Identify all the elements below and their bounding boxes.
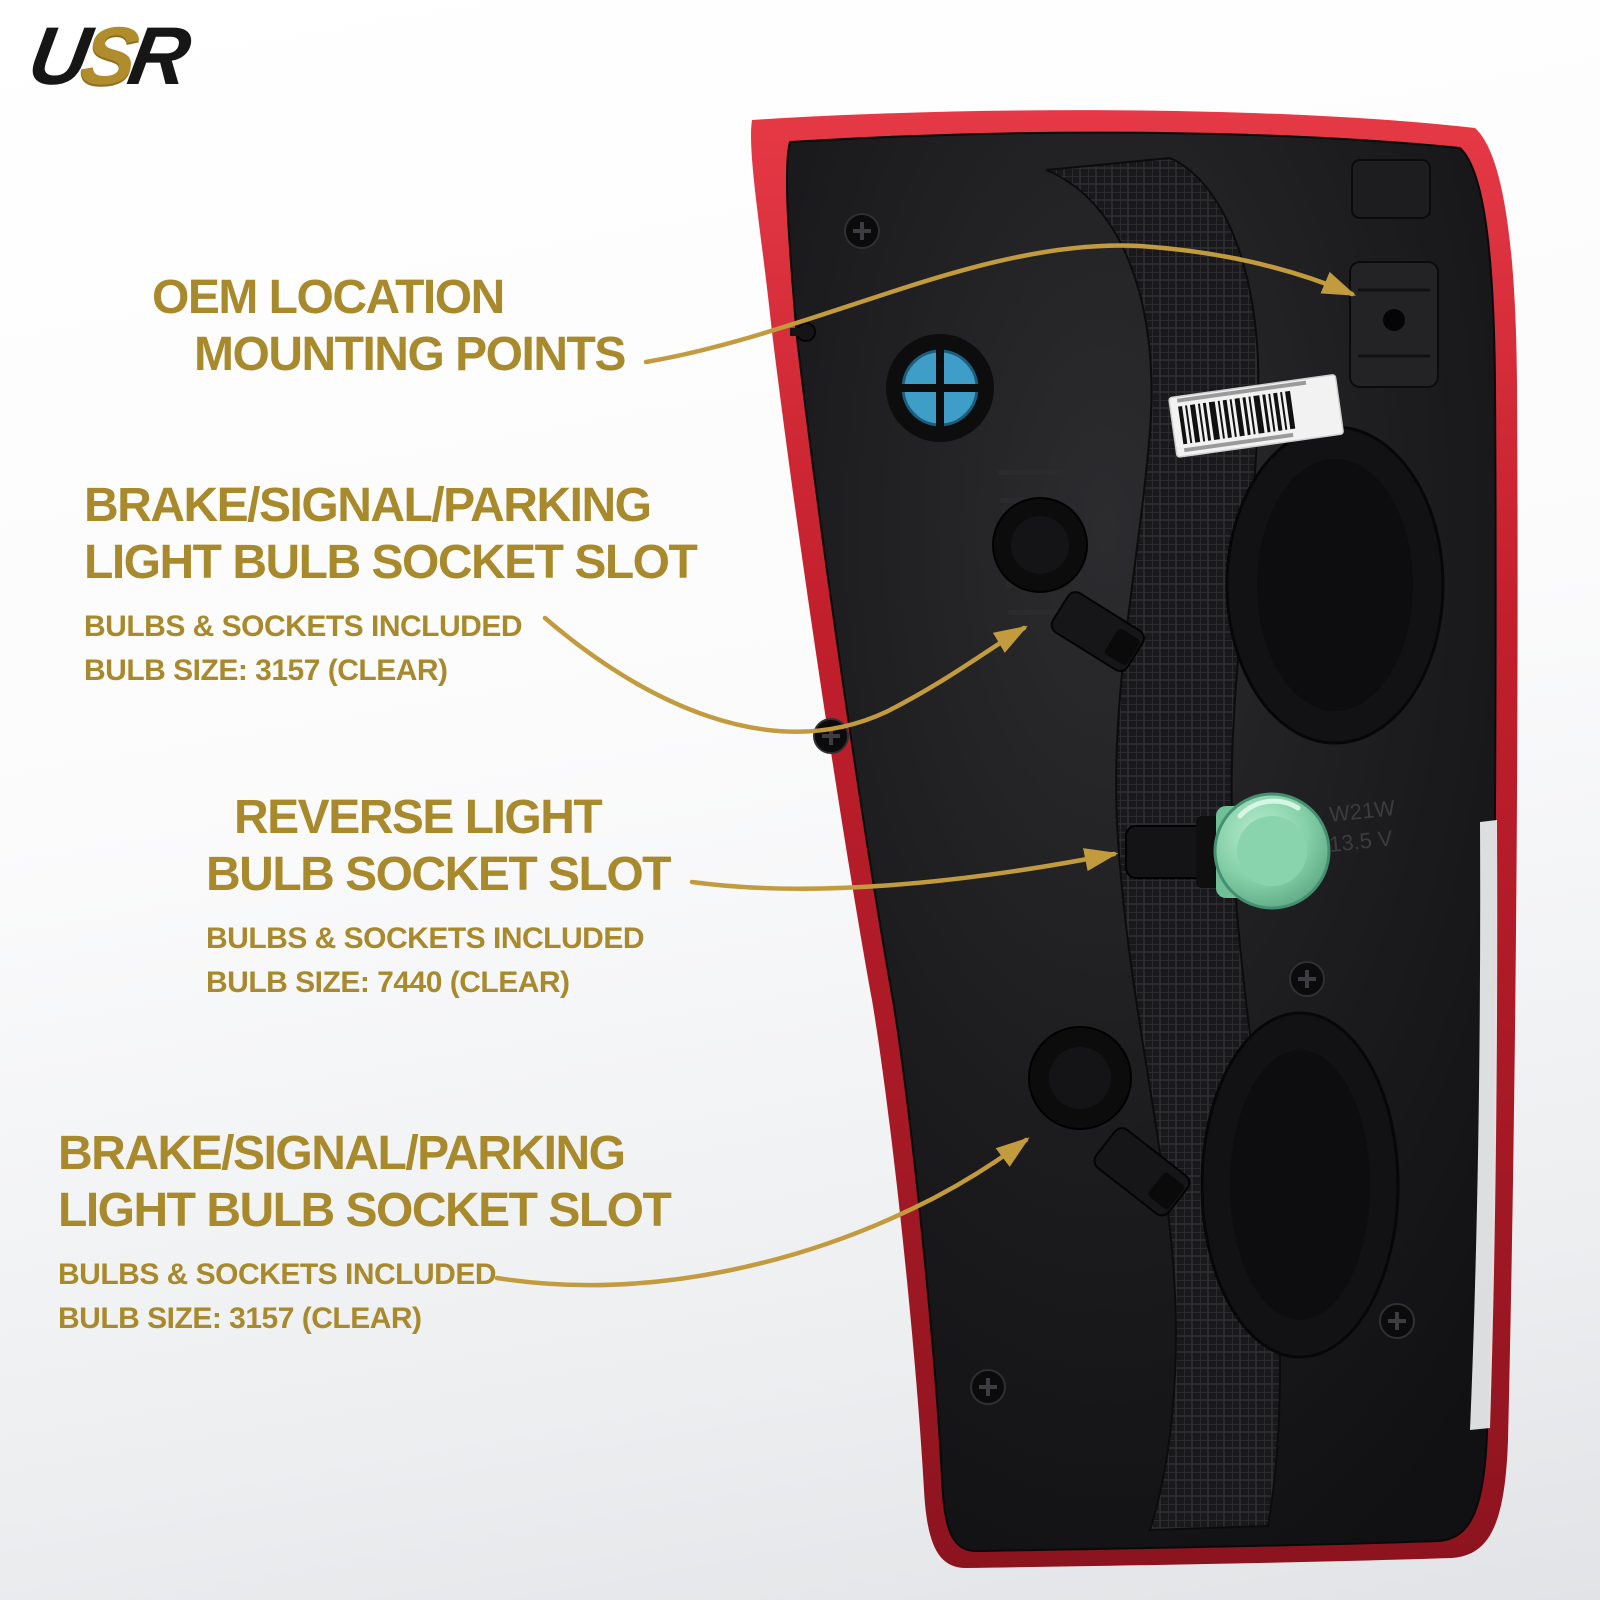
annotation-oem-mounting: OEM LOCATION MOUNTING POINTS <box>152 270 626 383</box>
clear-lens-edge <box>1470 820 1498 1430</box>
screw <box>970 1369 1006 1405</box>
breather-vent <box>886 334 994 442</box>
annotation-brake-socket-lower: BRAKE/SIGNAL/PARKING LIGHT BULB SOCKET S… <box>58 1126 672 1340</box>
annotation-brake-socket-upper: BRAKE/SIGNAL/PARKING LIGHT BULB SOCKET S… <box>84 478 698 692</box>
brake-socket-lower <box>1028 1026 1191 1217</box>
annotation-title: LIGHT BULB SOCKET SLOT <box>58 1183 672 1237</box>
annotation-subtext: BULB SIZE: 3157 (CLEAR) <box>84 653 448 687</box>
arrow-lower-socket <box>494 1137 1030 1288</box>
reverse-socket <box>1125 792 1331 910</box>
annotation-subtext: BULB SIZE: 3157 (CLEAR) <box>58 1301 422 1335</box>
arrow-oem-mounting <box>643 243 1357 365</box>
callout-arrows <box>494 243 1357 1288</box>
annotation-subtext: BULBS & SOCKETS INCLUDED <box>58 1258 497 1292</box>
alignment-pin <box>790 322 816 342</box>
annotation-title: BRAKE/SIGNAL/PARKING <box>84 479 652 532</box>
arrow-upper-socket <box>542 615 1028 734</box>
screw <box>1289 961 1325 997</box>
screw <box>844 213 880 249</box>
annotation-title: REVERSE LIGHT <box>234 791 603 844</box>
housing-recess-upper <box>1225 425 1445 745</box>
annotation-reverse-socket: REVERSE LIGHT BULB SOCKET SLOT BULBS & S… <box>206 790 672 1004</box>
screw <box>1379 1303 1415 1339</box>
arrow-reverse-socket <box>689 848 1119 891</box>
annotation-subtext: BULB SIZE: 7440 (CLEAR) <box>206 965 570 999</box>
screw <box>813 718 849 754</box>
annotation-title: BULB SOCKET SLOT <box>206 847 672 901</box>
annotation-subtext: BULBS & SOCKETS INCLUDED <box>84 610 523 644</box>
annotation-title: OEM LOCATION <box>152 271 505 324</box>
annotation-title: BRAKE/SIGNAL/PARKING <box>58 1127 626 1180</box>
housing-recess-lower <box>1200 1011 1400 1359</box>
barcode-label <box>1168 374 1344 458</box>
mounting-bracket <box>1349 159 1439 388</box>
annotation-title: MOUNTING POINTS <box>194 327 626 381</box>
brake-socket-upper <box>992 497 1145 672</box>
annotation-title: LIGHT BULB SOCKET SLOT <box>84 535 698 589</box>
annotation-subtext: BULBS & SOCKETS INCLUDED <box>206 922 645 956</box>
